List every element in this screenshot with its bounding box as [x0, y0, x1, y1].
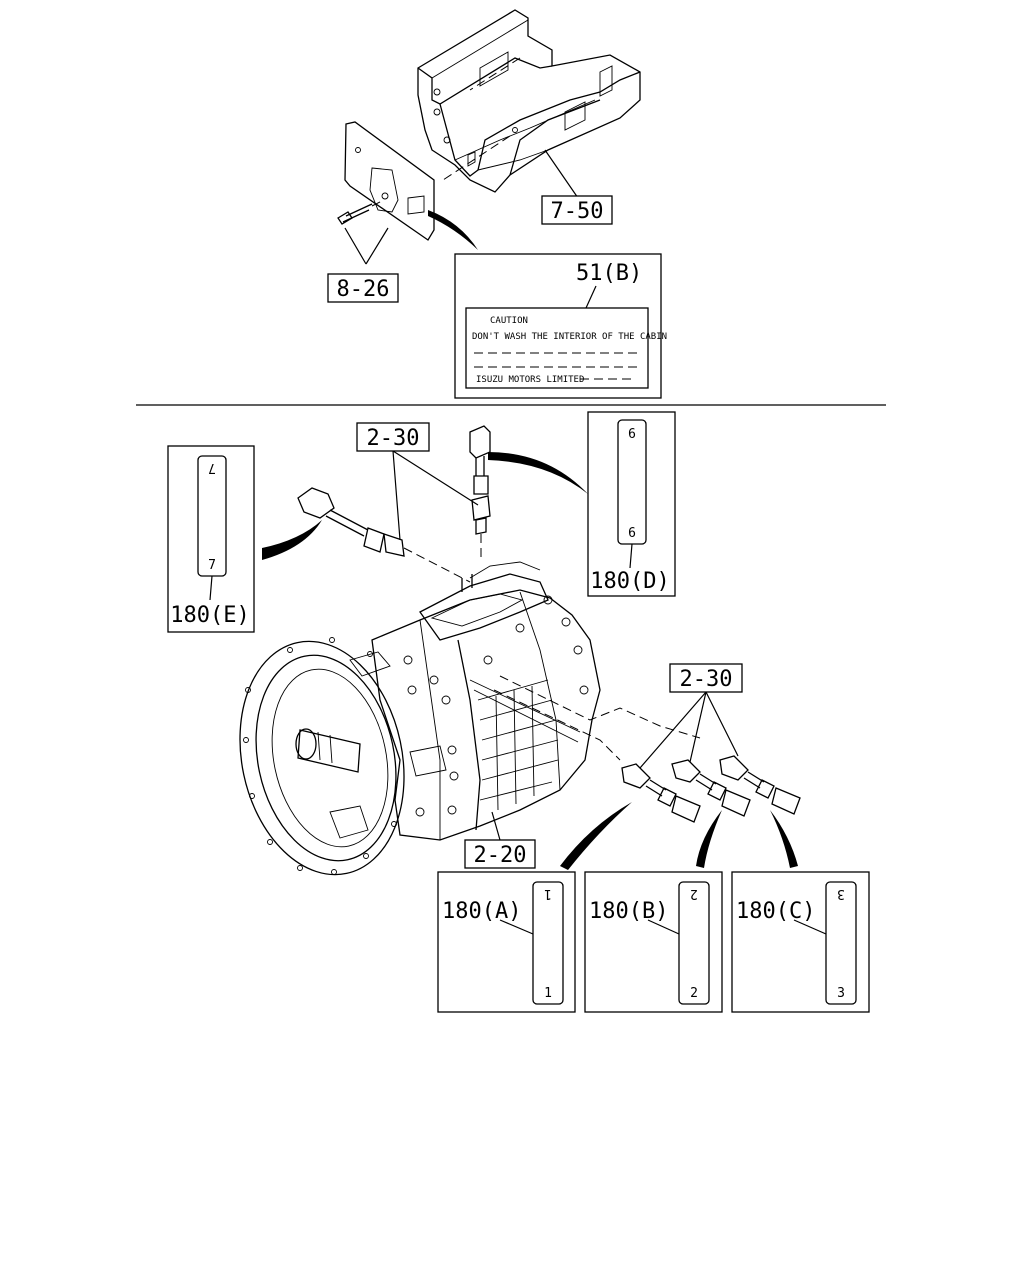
tag-box-180a: 1 1 180(A): [437, 871, 576, 1013]
tag-180d-top: 9: [628, 424, 636, 439]
cab-side-panel: [344, 121, 435, 241]
label-swoosh: [428, 210, 478, 250]
caution-line1: DON'T WASH THE INTERIOR OF THE CABIN: [472, 332, 667, 342]
tag-180c-top: 3: [837, 886, 845, 901]
sensor-right-a: [621, 763, 701, 823]
ref-box-8-26: 8-26: [327, 273, 399, 303]
ref-box-2-30-top: 2-30: [356, 422, 430, 452]
tag-180c-bottom: 3: [837, 986, 845, 1001]
tag-180e-ref: 180(E): [170, 603, 249, 628]
leader-2-30-top: [392, 450, 479, 541]
caution-label-detail: 51(B) CAUTION DON'T WASH THE INTERIOR OF…: [454, 253, 667, 399]
tag-box-180d: 9 6 180(D): [587, 411, 676, 597]
swoosh-180e: [262, 520, 322, 560]
tag-180b-ref: 180(B): [589, 899, 668, 924]
transmission-housing: [239, 561, 601, 876]
sensor-vertical: [469, 425, 491, 560]
ref-box-7-50: 7-50: [541, 195, 613, 225]
route-dash-2: [493, 689, 621, 761]
ref-box-2-30-right: 2-30: [669, 663, 743, 693]
leader-2-20: [491, 811, 501, 841]
tag-180a-bottom: 1: [544, 986, 552, 1001]
tag-180c-ref: 180(C): [736, 899, 815, 924]
ref-2-20-text: 2-20: [474, 843, 527, 868]
tag-180a-ref: 180(A): [442, 899, 521, 924]
ref-8-26-text: 8-26: [337, 277, 390, 302]
tag-180e-bottom: 7: [208, 558, 216, 573]
tag-180a-top: 1: [544, 886, 552, 901]
leader-2-30-right: [639, 691, 739, 769]
swoosh-180a: [560, 802, 632, 870]
swoosh-180b: [696, 810, 722, 868]
ref-2-30-right-text: 2-30: [680, 667, 733, 692]
tag-box-180b: 2 2 180(B): [584, 871, 723, 1013]
sensor-right-c: [719, 755, 801, 815]
ref-7-50-text: 7-50: [551, 199, 604, 224]
tag-box-180e: 7 7 180(E): [167, 445, 255, 633]
cab-floor-frame: [417, 9, 641, 193]
caution-title: CAUTION: [490, 316, 528, 326]
leader-8-26: [344, 227, 389, 265]
sensor-left: [297, 487, 471, 583]
swoosh-180c: [770, 810, 798, 868]
sensor-right-b: [671, 759, 751, 817]
bolt: [337, 199, 385, 225]
caution-maker: ISUZU MOTORS LIMITED: [476, 375, 584, 385]
swoosh-180d: [488, 452, 588, 494]
tag-180b-bottom: 2: [690, 986, 698, 1001]
tag-180b-top: 2: [690, 886, 698, 901]
ref-2-30-top-text: 2-30: [367, 426, 420, 451]
ref-box-2-20: 2-20: [464, 839, 536, 869]
tag-180d-bottom: 6: [628, 526, 636, 541]
tag-180e-top: 7: [208, 460, 216, 475]
label-51b-ref: 51(B): [576, 261, 642, 286]
tag-180d-ref: 180(D): [590, 569, 669, 594]
leader-7-50: [544, 149, 579, 199]
tag-box-180c: 3 3 180(C): [731, 871, 870, 1013]
